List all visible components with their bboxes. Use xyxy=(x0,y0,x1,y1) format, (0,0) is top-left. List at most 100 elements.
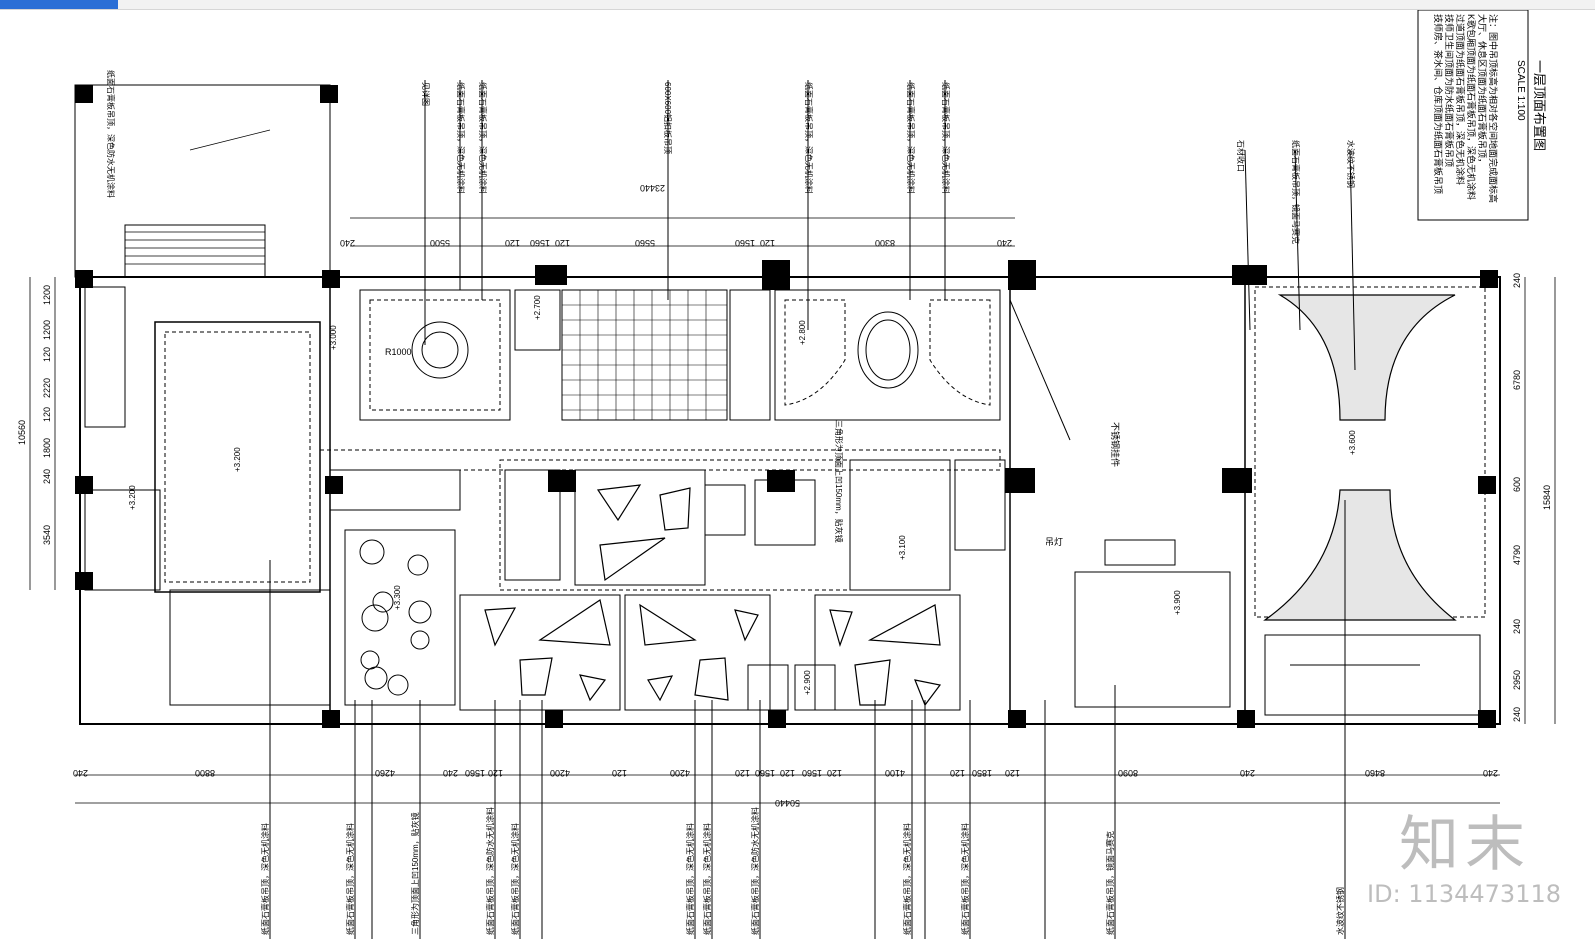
dim-bottom-6: 4200 xyxy=(550,768,570,778)
drawing-title: 一层顶面布置图 xyxy=(1532,60,1547,151)
note-line-3: 过道顶面为纸面石膏板吊顶，深色无机涂料 xyxy=(1455,14,1466,185)
active-tab[interactable] xyxy=(0,0,118,9)
dim-bottom-13: 120 xyxy=(827,768,842,778)
mosaic-ceiling-lower xyxy=(1263,489,1457,621)
dim-top-5: 5560 xyxy=(635,238,655,248)
dim-left-0: 1200 xyxy=(42,285,52,305)
dim-bottom-11: 120 xyxy=(780,768,795,778)
callout-bottom-6: 纸面石膏板吊顶，深色无机涂料 xyxy=(702,823,712,935)
note-line-5: 技师房、茶水间、仓库顶面为纸面石膏板吊顶 xyxy=(1433,14,1444,194)
dim-bottom-2: 4260 xyxy=(375,768,395,778)
dim-top-1: 5500 xyxy=(430,238,450,248)
triangle-room-3 xyxy=(624,594,771,711)
watermark-id: ID: 1134473118 xyxy=(1367,880,1561,908)
dim-top-2: 120 xyxy=(505,238,520,248)
triangle-room-1 xyxy=(574,469,706,586)
label-stainless-hanger: 不锈钢挂件 xyxy=(1110,422,1121,467)
dim-right-5: 2950 xyxy=(1512,670,1522,690)
dim-bottom-3: 240 xyxy=(443,768,458,778)
dim-left-total: 10560 xyxy=(17,420,27,445)
dim-top-0: 240 xyxy=(340,238,355,248)
note-line-4: 技师卫生间顶面为防水纸面石膏板吊顶 xyxy=(1444,14,1455,167)
triangle-room-2 xyxy=(459,594,621,711)
left-small-room xyxy=(84,489,161,591)
height-3200-b: +3.200 xyxy=(128,485,137,510)
right-hall-ceiling xyxy=(1074,571,1231,708)
label-water-ripple: 水波纹不锈钢 xyxy=(1346,140,1356,188)
callout-bottom-3: 纸面石膏板吊顶，深色防水无机涂料 xyxy=(485,807,495,935)
dim-bottom-14: 4100 xyxy=(885,768,905,778)
height-3600: +3.600 xyxy=(1348,430,1357,455)
dim-bottom-19: 240 xyxy=(1240,768,1255,778)
dim-right-0: 240 xyxy=(1512,273,1522,288)
dim-left-7: 3540 xyxy=(42,525,52,545)
dim-right-6: 240 xyxy=(1512,707,1522,722)
dim-top-3: 1560 xyxy=(530,238,550,248)
height-3900: +3.900 xyxy=(1173,590,1182,615)
height-2700-a: +2.700 xyxy=(533,295,542,320)
label-stone-edge: 石材收口 xyxy=(1236,140,1246,172)
callout-top-5: 纸面石膏板吊顶，深色无机涂料 xyxy=(906,82,916,194)
triangle-room-4 xyxy=(814,594,961,711)
building-outline xyxy=(79,276,1501,725)
height-3300: +3.300 xyxy=(393,585,402,610)
watermark-logo: 知末 xyxy=(1399,810,1531,880)
dim-top-7: 120 xyxy=(760,238,775,248)
notes-block xyxy=(1417,10,1529,221)
dim-left-5: 1800 xyxy=(42,438,52,458)
dim-bottom-21: 240 xyxy=(1483,768,1498,778)
height-3100: +3.100 xyxy=(898,535,907,560)
callout-bottom-9: 纸面石膏板吊顶，深色无机涂料 xyxy=(960,823,970,935)
dim-bottom-0: 240 xyxy=(73,768,88,778)
dim-top-8: 8300 xyxy=(875,238,895,248)
dim-bottom-total: 50440 xyxy=(775,798,800,808)
callout-bottom-4: 纸面石膏板吊顶，深色无机涂料 xyxy=(510,823,520,935)
dim-left-1: 1200 xyxy=(42,320,52,340)
mosaic-ceiling-upper xyxy=(1277,294,1456,421)
oval-ceiling-feature xyxy=(857,311,919,389)
callout-bottom-8: 纸面石膏板吊顶，深色无机涂料 xyxy=(902,823,912,935)
drawing-scale: SCALE 1:100 xyxy=(1515,60,1526,121)
stair-bottom-right xyxy=(1264,634,1481,716)
callout-bottom-0: 纸面石膏板吊顶，深色无机涂料 xyxy=(260,823,270,935)
callout-top-2: 纸面石膏板吊顶，深色无机涂料 xyxy=(478,82,488,194)
dim-left-2: 120 xyxy=(42,347,52,362)
callout-top-4: 纸面石膏板吊顶，深色无机涂料 xyxy=(804,82,814,194)
left-window-bay xyxy=(84,286,126,428)
structural-columns xyxy=(75,85,1498,728)
dim-bottom-10: 1560 xyxy=(755,768,775,778)
dim-bottom-16: 1850 xyxy=(972,768,992,778)
callout-bottom-1: 纸面石膏板吊顶，深色无机涂料 xyxy=(345,823,355,935)
height-2800: +2.800 xyxy=(798,320,807,345)
dim-bottom-4: 1560 xyxy=(465,768,485,778)
height-3000-a: +3.000 xyxy=(329,325,338,350)
circle-pattern-room xyxy=(344,529,456,706)
note-line-1: 大厅、休息区顶面为纸面石膏板吊顶， xyxy=(1477,14,1488,167)
dim-right-total: 15840 xyxy=(1542,485,1552,510)
callout-top-1: 纸面石膏板吊顶，深色无机涂料 xyxy=(456,82,466,194)
hall-left xyxy=(154,321,321,593)
grid-ceiling-room xyxy=(561,289,728,421)
dim-left-6: 240 xyxy=(42,469,52,484)
dim-bottom-1: 8800 xyxy=(195,768,215,778)
callout-bottom-11: 水波纹不锈钢 xyxy=(1335,887,1345,935)
callout-top-0: 见详图 xyxy=(421,82,431,106)
dim-top-total: 23440 xyxy=(640,183,665,193)
callout-side-1: 三角形为顶面上凹150mm，贴灰镜 xyxy=(834,420,844,543)
dim-left-4: 120 xyxy=(42,407,52,422)
room-oval xyxy=(774,289,1001,421)
service-room xyxy=(849,459,951,591)
dim-bottom-7: 120 xyxy=(612,768,627,778)
dim-bottom-15: 120 xyxy=(950,768,965,778)
dim-bottom-9: 120 xyxy=(735,768,750,778)
dim-bottom-20: 8460 xyxy=(1365,768,1385,778)
dim-bottom-5: 120 xyxy=(488,768,503,778)
callout-top-7: 纸面石膏板吊顶，镜面马赛克 xyxy=(1291,140,1301,244)
dim-top-9: 240 xyxy=(997,238,1012,248)
dim-right-4: 240 xyxy=(1512,619,1522,634)
dim-right-1: 6780 xyxy=(1512,370,1522,390)
callout-bottom-2: 三角形为顶面上凹150mm，贴灰镜 xyxy=(410,812,420,935)
dim-left-3: 2220 xyxy=(42,378,52,398)
dim-right-2: 600 xyxy=(1512,477,1522,492)
left-balcony xyxy=(169,589,331,706)
